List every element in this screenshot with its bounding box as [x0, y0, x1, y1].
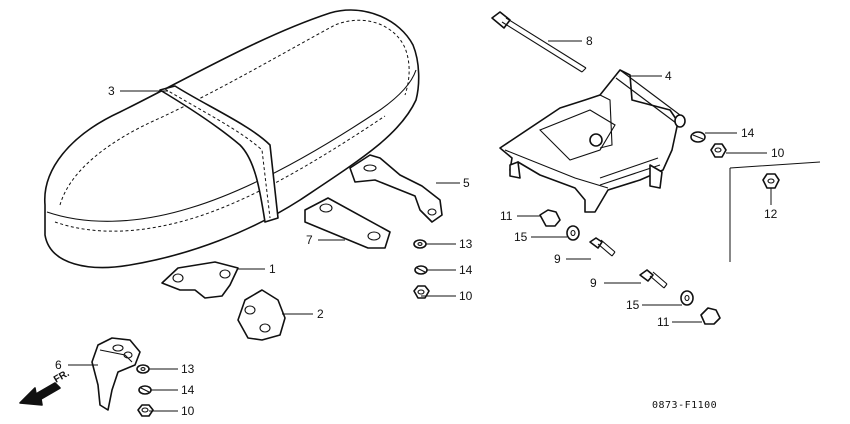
callout-5: 5 [463, 176, 470, 190]
flange-nut-12 [762, 173, 780, 189]
callout-13-lower: 13 [181, 362, 195, 376]
washer-15-lower [680, 290, 694, 306]
callout-11-upper: 11 [500, 209, 513, 223]
callout-10-middle: 10 [459, 289, 473, 303]
seat-catch [91, 337, 141, 411]
separator-line [729, 161, 821, 262]
nut-10 [413, 285, 430, 299]
callout-labels: 3 1 2 4 5 6 7 8 9 9 10 10 10 11 11 12 13… [55, 34, 785, 418]
callout-3: 3 [108, 84, 115, 98]
cap-nut-11 [539, 209, 561, 227]
bolt-9-lower [639, 269, 654, 282]
callout-8: 8 [586, 34, 593, 48]
callout-14-middle: 14 [459, 263, 473, 277]
seat [44, 9, 420, 269]
hinge-bolt [491, 11, 587, 73]
callout-14-lower: 14 [181, 383, 195, 397]
washer-15 [566, 225, 580, 241]
diagram-code: 0873-F1100 [652, 400, 717, 411]
callout-10-lower: 10 [181, 404, 195, 418]
callout-2: 2 [317, 307, 324, 321]
spacer-plate [304, 197, 391, 249]
latch-bracket-lower [237, 289, 286, 341]
seat-hinge [499, 69, 686, 213]
seat-bracket [349, 154, 443, 223]
fasteners [136, 131, 780, 417]
callout-7: 7 [306, 233, 313, 247]
callout-9-upper: 9 [554, 252, 561, 266]
callout-4: 4 [665, 69, 672, 83]
callout-1: 1 [269, 262, 276, 276]
washer-13 [413, 239, 427, 249]
callout-13-middle: 13 [459, 237, 473, 251]
leader-lines [68, 40, 772, 412]
callout-9-lower: 9 [590, 276, 597, 290]
callout-12: 12 [764, 207, 778, 221]
front-direction-marker: FR. [19, 368, 72, 406]
washer-13-lower [136, 364, 150, 374]
cap-nut-11-lower [700, 307, 721, 325]
latch-bracket [161, 261, 239, 299]
callout-10-right: 10 [771, 146, 785, 160]
callout-11-lower: 11 [657, 315, 670, 329]
callout-14-right: 14 [741, 126, 755, 140]
nut-10-right [710, 143, 727, 158]
nut-10-lower [137, 404, 154, 417]
callout-6: 6 [55, 358, 62, 372]
callout-15-lower: 15 [626, 298, 640, 312]
callout-15-upper: 15 [514, 230, 528, 244]
